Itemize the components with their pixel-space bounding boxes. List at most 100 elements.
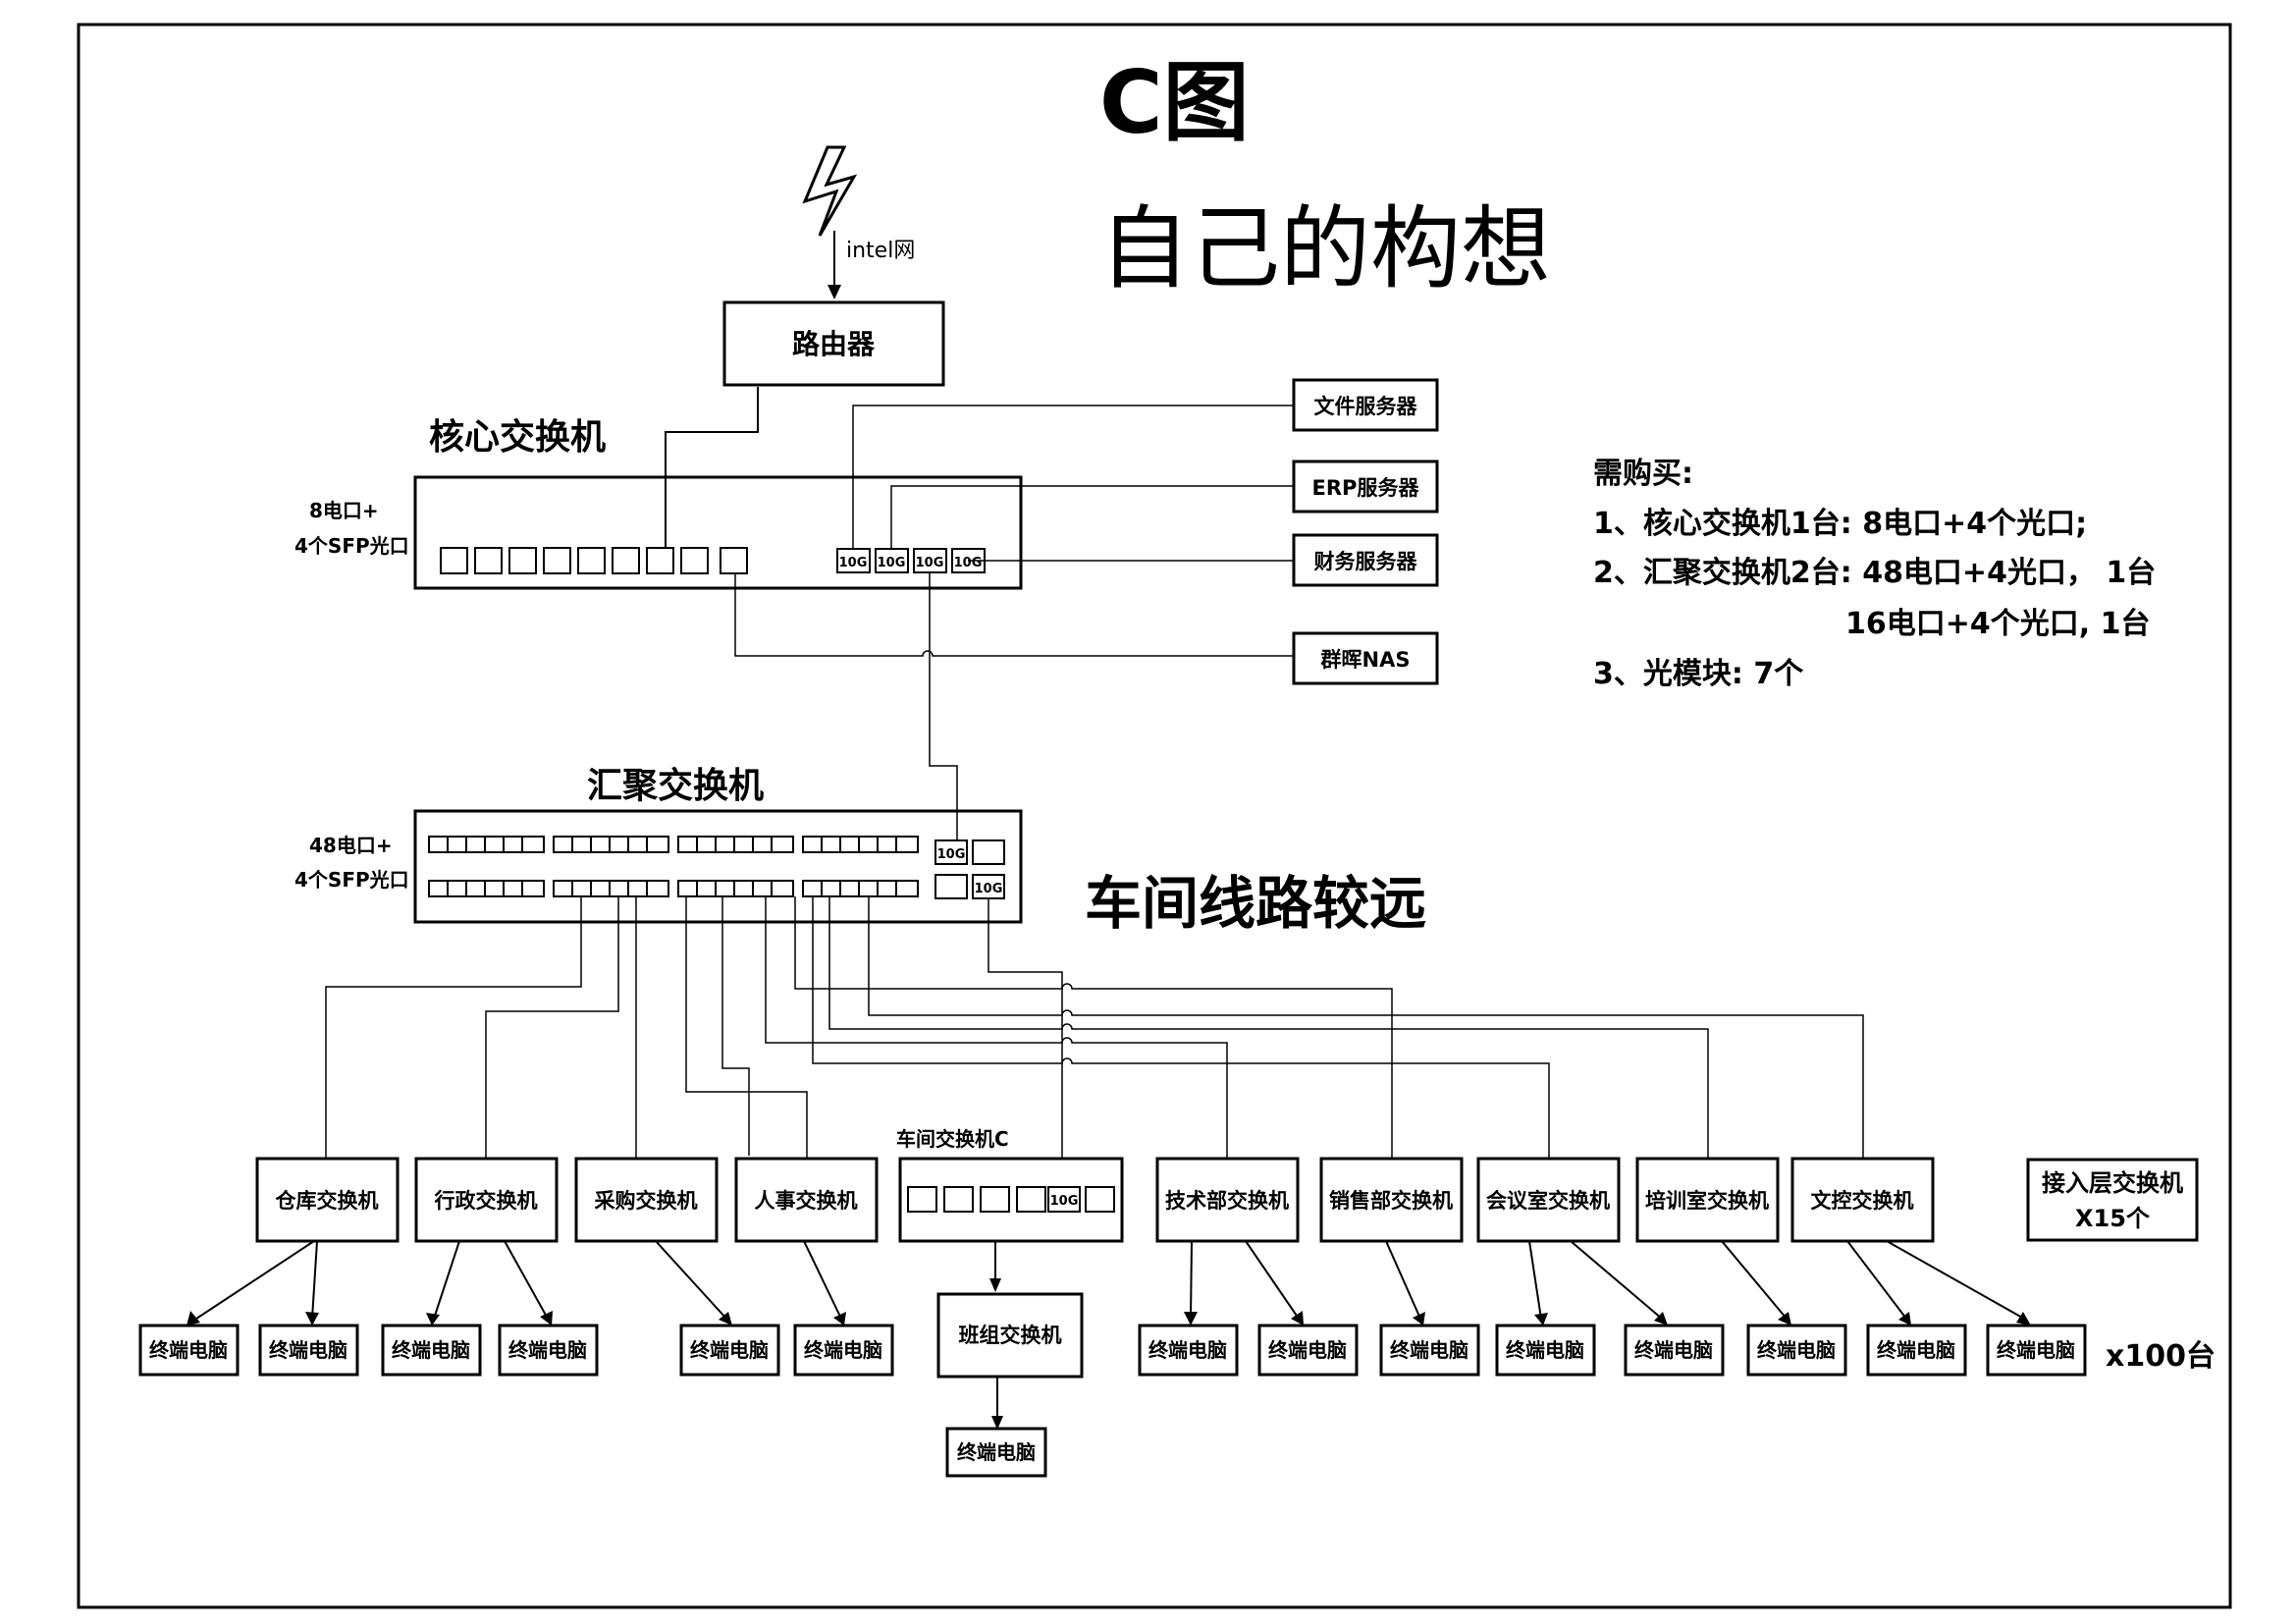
access-terminal-links [187,1240,2031,1326]
core-port [646,547,674,574]
core-spec-line2: 4个SFP光口 [294,534,409,558]
finance-server-box [1292,533,1439,587]
core-10g-port-label: 10G [878,556,906,570]
aggregation-10g-port-label: 10G [937,847,966,862]
core-switch-title: 核心交换机 [429,416,606,458]
core-port [474,547,503,574]
terminal-box [138,1324,240,1377]
access-layer-line1: 接入层交换机 [2042,1169,2183,1197]
router-label: 路由器 [792,328,876,360]
terminal-label: 终端电脑 [149,1338,228,1362]
workshop-10g-port [1047,1186,1081,1213]
terminal-label: 终端电脑 [1634,1338,1713,1362]
access-switch-label: 文控交换机 [1811,1189,1914,1213]
core-10g-port-label: 10G [839,556,868,570]
workshop-distance-note: 车间线路较远 [1085,870,1426,937]
terminal-box [1495,1324,1596,1377]
access-switch-box [1155,1157,1300,1243]
aggregation-10g-port-label: 10G [975,882,1003,896]
page-frame [77,23,2232,1609]
aggregation-port-groups [428,836,919,897]
access-switch-label: 仓库交换机 [275,1189,379,1213]
terminal-label: 终端电脑 [508,1338,587,1362]
internet-label: intel网 [846,239,915,263]
terminal-label: 终端电脑 [1757,1338,1836,1362]
terminal-box [381,1324,482,1377]
core-switch-box [413,475,1023,590]
arrow-icon [989,1278,1001,1292]
terminal-label: 终端电脑 [1268,1338,1347,1362]
erp-server-label: ERP服务器 [1312,476,1420,500]
terminal-label: 终端电脑 [269,1338,347,1362]
server-links [734,405,1294,839]
access-switch-label: 培训室交换机 [1645,1189,1769,1213]
terminal-row: 终端电脑 终端电脑 终端电脑 终端电脑 终端电脑 终端电脑 终端电脑 终端电脑 … [138,1324,2087,1377]
terminal-label: 终端电脑 [1390,1338,1468,1362]
core-10g-port [913,548,947,573]
router-box [722,300,945,387]
terminal-label: 终端电脑 [1877,1338,1955,1362]
terminal-box [1379,1324,1480,1377]
aggregation-10g-port [972,874,1005,899]
access-switch-box [1635,1157,1780,1243]
aggregation-sfp-port [934,874,968,899]
terminal-box [258,1324,359,1377]
workshop-10g-port-label: 10G [1050,1194,1079,1209]
file-server-label: 文件服务器 [1314,395,1418,418]
erp-server-box [1292,460,1439,514]
core-port [508,547,537,574]
core-port [440,547,468,574]
terminal-label: 终端电脑 [392,1338,470,1362]
access-switch-label: 销售部交换机 [1329,1189,1453,1213]
core-port [680,547,709,574]
core-port [577,547,606,574]
purchase-item: 16电口+4个光口, 1台 [1845,607,2150,641]
nas-label: 群晖NAS [1321,648,1411,672]
terminal-box [498,1324,599,1377]
arrow-icon [828,285,841,299]
aggregation-spec-line2: 4个SFP光口 [294,868,409,892]
core-port [612,547,640,574]
diagram-subtitle: 自己的构想 [1099,196,1551,301]
purchase-item: 2、汇聚交换机2台: 48电口+4光口， 1台 [1593,556,2156,590]
core-10g-port [836,548,871,573]
router-core-link [665,387,759,550]
nas-box [1292,631,1439,685]
access-switch-label: 行政交换机 [434,1189,538,1213]
terminal-box [1138,1324,1239,1377]
workshop-switch-ports [907,1186,1115,1213]
access-switch-label: 人事交换机 [755,1189,858,1213]
lightning-icon [802,145,858,237]
workshop-switch-label: 车间交换机C [896,1127,1009,1151]
arrow-icon [991,1416,1003,1430]
access-switch-box [1476,1157,1621,1243]
terminal-box [1624,1324,1725,1377]
terminal-box [793,1324,894,1377]
access-switch-box [255,1157,400,1243]
terminal-label: 终端电脑 [1148,1338,1227,1362]
core-10g-port-label: 10G [954,556,983,570]
purchase-heading: 需购买: [1593,457,1693,491]
access-switch-label: 技术部交换机 [1165,1189,1289,1213]
access-switch-box [1319,1157,1464,1243]
terminal-box [1986,1324,2087,1377]
aggregation-10g-port [934,839,968,865]
terminal-count: x100台 [2106,1339,2216,1374]
diagram-title: C图 [1099,52,1250,153]
purchase-item: 3、光模块: 7个 [1593,657,1804,691]
terminal-box [1257,1324,1359,1377]
purchase-item: 1、核心交换机1台: 8电口+4个光口; [1593,507,2087,541]
finance-server-label: 财务服务器 [1314,550,1418,573]
access-layer-box [2026,1158,2199,1242]
terminal-label: 终端电脑 [804,1338,882,1362]
terminal-box [679,1324,780,1377]
core-port [720,547,748,574]
core-port [543,547,571,574]
terminal-label: 终端电脑 [1997,1338,2075,1362]
terminal-label: 终端电脑 [957,1440,1036,1464]
aggregation-switch-title: 汇聚交换机 [587,765,764,806]
access-switch-box [414,1157,559,1243]
aggregation-access-links [325,896,1864,1188]
access-switch-box [734,1157,879,1243]
